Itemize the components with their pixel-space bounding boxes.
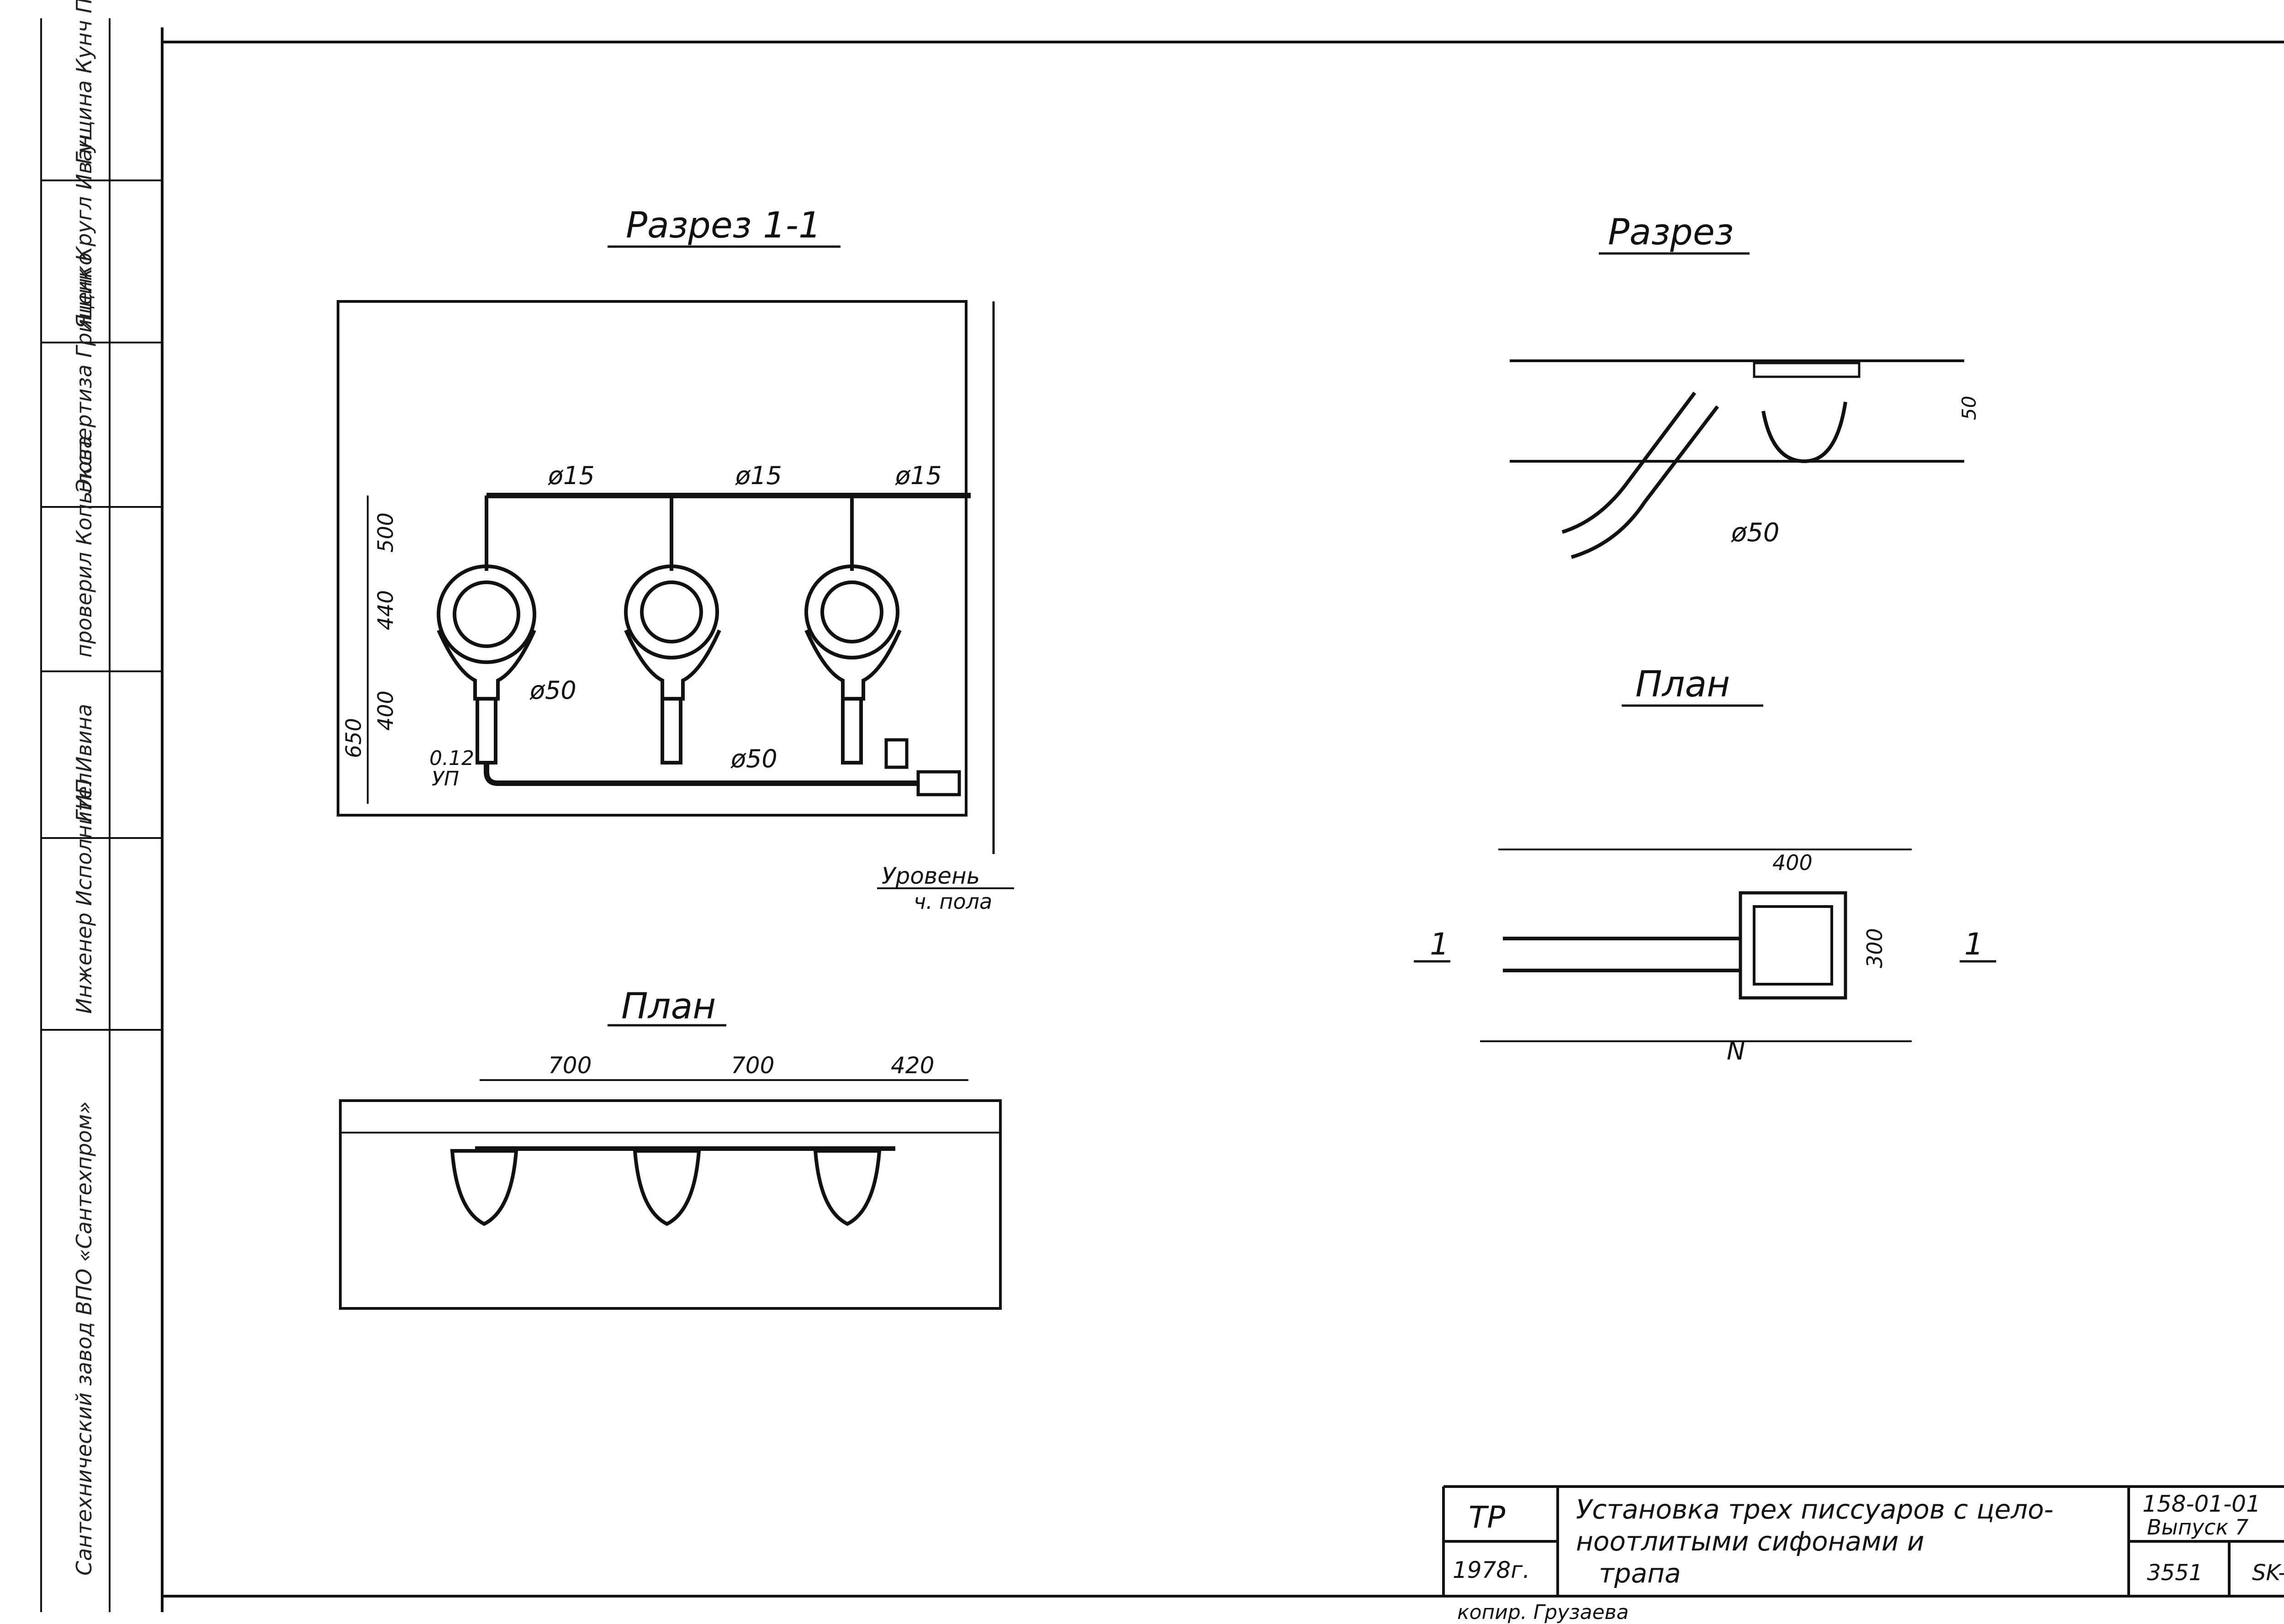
tb-doc-no: 158-01-01 [2142, 1491, 2261, 1517]
urinal-1 [437, 496, 536, 765]
stamp-row-6: Инженер Исполнител [72, 773, 96, 1014]
stamp-row-5: ГИП Ивина [72, 704, 96, 822]
n-dim: N [1727, 1037, 1745, 1065]
tb-sheet-b: SK-4 [2252, 1560, 2284, 1586]
height-500: 500 [373, 512, 398, 553]
supply-dim-1: ø15 [548, 461, 595, 490]
level-012: 0.12 [429, 747, 474, 770]
right-drain-dim: ø50 [1731, 518, 1780, 548]
stamp-row-3: Экспертиза Гриценко [72, 253, 96, 494]
tb-issue: Выпуск 7 [2147, 1515, 2248, 1540]
spacing-700a: 700 [548, 1052, 592, 1079]
level-ul: УП [432, 767, 459, 791]
height-650: 650 [341, 718, 366, 758]
plan-right: План 400 300 N 1 1 [1414, 664, 1996, 1065]
section-1-1-title: Разрез 1-1 [626, 205, 821, 246]
height-400: 400 [373, 691, 398, 731]
cut-right: 1 [1964, 927, 1983, 962]
side-stamp [40, 18, 162, 1612]
stamp-row-1: Гущина Кунч Панова [72, 0, 96, 164]
title-block [1442, 1485, 2284, 1596]
stamp-row-7: Сантехнический завод ВПО «Сантехпром» [72, 1101, 96, 1576]
plan-left: План 700 700 420 [339, 986, 1002, 1310]
spacing-420: 420 [891, 1052, 934, 1079]
cut-left: 1 [1430, 927, 1449, 962]
drain-400: 400 [1772, 850, 1813, 875]
stamp-row-4: проверил Копылова [72, 436, 96, 658]
stamp-row-2: Ящик Кругл Иван [72, 135, 96, 329]
section-right: Разрез ø50 50 [1510, 212, 1980, 559]
drain-dim-2: ø50 [730, 744, 777, 773]
tb-code: ТР [1469, 1500, 1505, 1535]
height-440: 440 [373, 590, 398, 630]
floor-level-1: Уровень [882, 863, 980, 889]
spacing-700b: 700 [731, 1052, 774, 1079]
plan-left-title: План [621, 986, 716, 1027]
urinal-2 [624, 496, 721, 765]
tb-title-1: Установка трех писсуаров с цело- [1576, 1494, 2053, 1525]
drain-300: 300 [1862, 928, 1887, 968]
title-block-text: ТР 1978г. Установка трех писсуаров с цел… [1453, 1491, 2284, 1624]
tb-sheet-a: 3551 [2147, 1560, 2203, 1586]
floor-level-2: ч. пола [914, 889, 992, 914]
plan-right-title: План [1635, 664, 1730, 705]
tb-title-3: трапа [1599, 1558, 1681, 1589]
side-stamp-text: Гущина Кунч Панова Ящик Кругл Иван Экспе… [72, 0, 96, 1576]
tb-year: 1978г. [1453, 1557, 1530, 1583]
tb-copied: копир. Грузаева [1457, 1601, 1629, 1624]
floor-50: 50 [1958, 396, 1980, 420]
urinal-3 [804, 496, 902, 765]
section-1-1: Разрез 1-1 ø15 ø15 ø15 [337, 205, 1014, 914]
sheet-frame [161, 27, 2284, 1612]
supply-dim-3: ø15 [895, 461, 942, 490]
tb-title-2: ноотлитыми сифонами и [1576, 1526, 1924, 1557]
section-right-title: Разрез [1608, 212, 1734, 253]
supply-dim-2: ø15 [735, 461, 782, 490]
drain-dim-1: ø50 [529, 676, 576, 705]
